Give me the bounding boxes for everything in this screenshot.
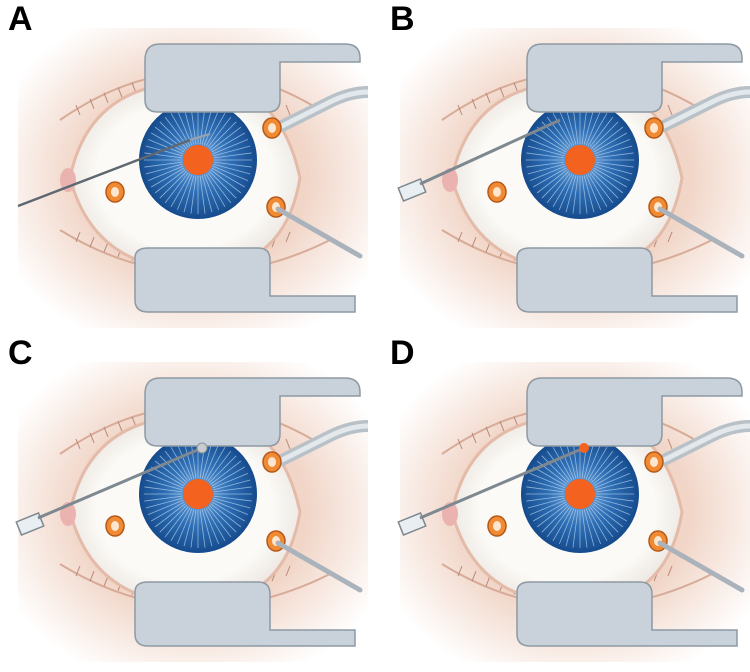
pupil bbox=[183, 145, 213, 175]
cannula-instrument bbox=[419, 446, 585, 520]
upper-speculum bbox=[144, 377, 361, 447]
lower-speculum bbox=[134, 247, 356, 313]
light-pipe bbox=[657, 206, 745, 259]
cannula-instrument bbox=[419, 118, 561, 186]
instrument-handle bbox=[397, 512, 427, 536]
instrument-handle bbox=[397, 178, 427, 202]
air-bubble bbox=[196, 442, 208, 454]
pupil bbox=[565, 145, 595, 175]
cannula-instrument bbox=[37, 446, 203, 520]
light-pipe bbox=[275, 206, 363, 259]
panel-label-d: D bbox=[390, 334, 415, 372]
panel-label-b: B bbox=[390, 0, 415, 38]
upper-speculum bbox=[526, 43, 743, 113]
pupil bbox=[565, 479, 595, 509]
upper-speculum bbox=[526, 377, 743, 447]
lower-speculum bbox=[134, 581, 356, 647]
panel-a: A bbox=[0, 0, 368, 330]
panel-c: C bbox=[0, 334, 368, 664]
light-pipe bbox=[657, 540, 745, 593]
panel-label-a: A bbox=[8, 0, 33, 38]
surgical-illustration bbox=[397, 362, 750, 662]
panel-b: B bbox=[382, 0, 750, 330]
lower-speculum bbox=[516, 247, 738, 313]
light-pipe bbox=[275, 540, 363, 593]
instrument-handle bbox=[15, 512, 45, 536]
upper-speculum bbox=[144, 43, 361, 113]
surgical-illustration bbox=[17, 28, 368, 328]
needle-instrument bbox=[17, 138, 191, 208]
iris-fibers bbox=[144, 440, 252, 548]
iris-fibers bbox=[526, 440, 634, 548]
surgical-illustration bbox=[15, 362, 368, 662]
drug-droplet bbox=[579, 443, 589, 453]
iris-fibers bbox=[144, 106, 252, 214]
lower-speculum bbox=[516, 581, 738, 647]
iris-fibers bbox=[526, 106, 634, 214]
panel-label-c: C bbox=[8, 334, 33, 372]
caruncle bbox=[442, 168, 458, 192]
surgical-illustration bbox=[397, 28, 750, 328]
pupil bbox=[183, 479, 213, 509]
panel-d: D bbox=[382, 334, 750, 664]
